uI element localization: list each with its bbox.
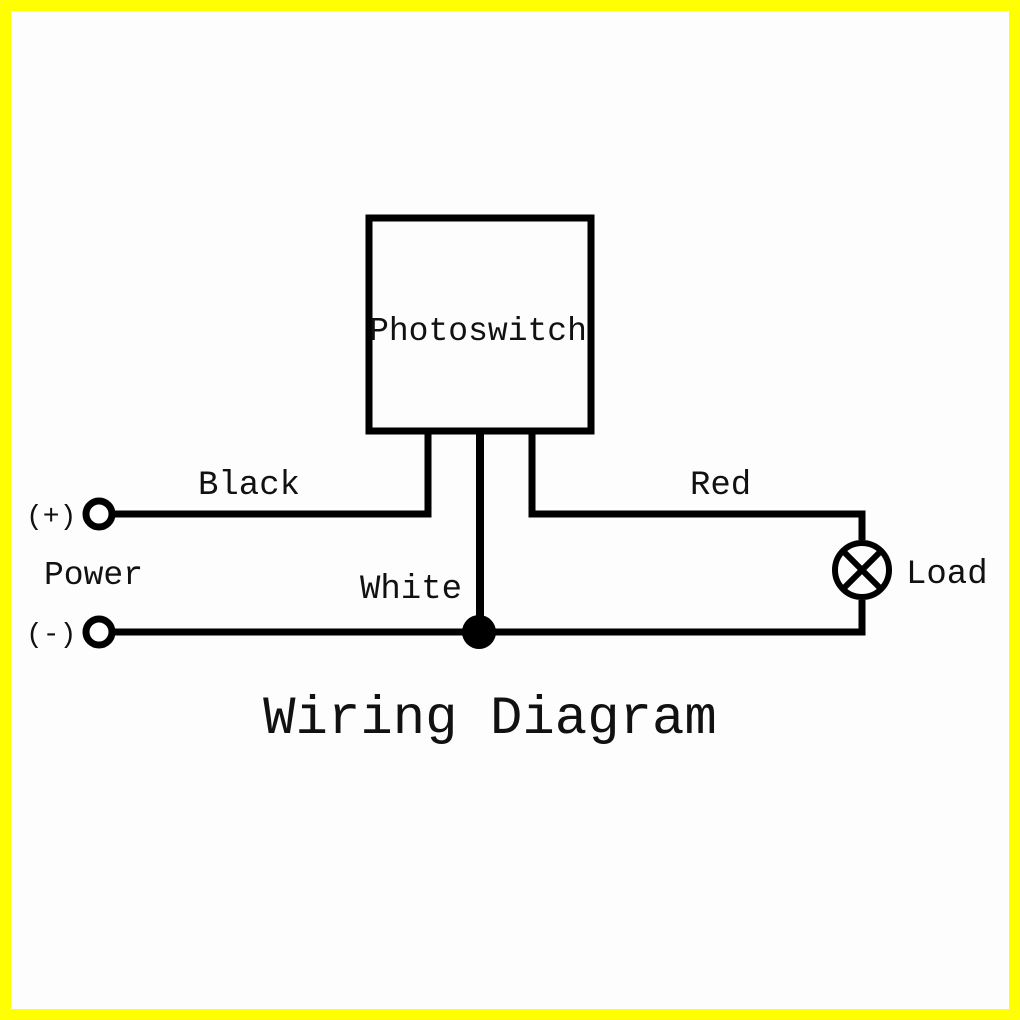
diagram-title: Wiring Diagram — [263, 689, 717, 750]
lamp-icon — [832, 540, 892, 600]
white-wire-label: White — [360, 571, 462, 609]
photoswitch-label: Photoswitch — [369, 313, 587, 350]
junction-dot — [462, 615, 496, 649]
positive-terminal-label: (+) — [26, 502, 76, 533]
negative-terminal — [82, 615, 116, 649]
red-wire-label: Red — [690, 467, 751, 505]
negative-terminal-label: (-) — [26, 620, 76, 651]
black-wire-label: Black — [198, 467, 300, 505]
load-label: Load — [906, 556, 988, 594]
negative-wire — [112, 600, 866, 636]
positive-terminal — [82, 497, 116, 531]
black-wire — [112, 431, 432, 518]
power-label: Power — [44, 557, 143, 594]
red-wire — [528, 431, 866, 540]
